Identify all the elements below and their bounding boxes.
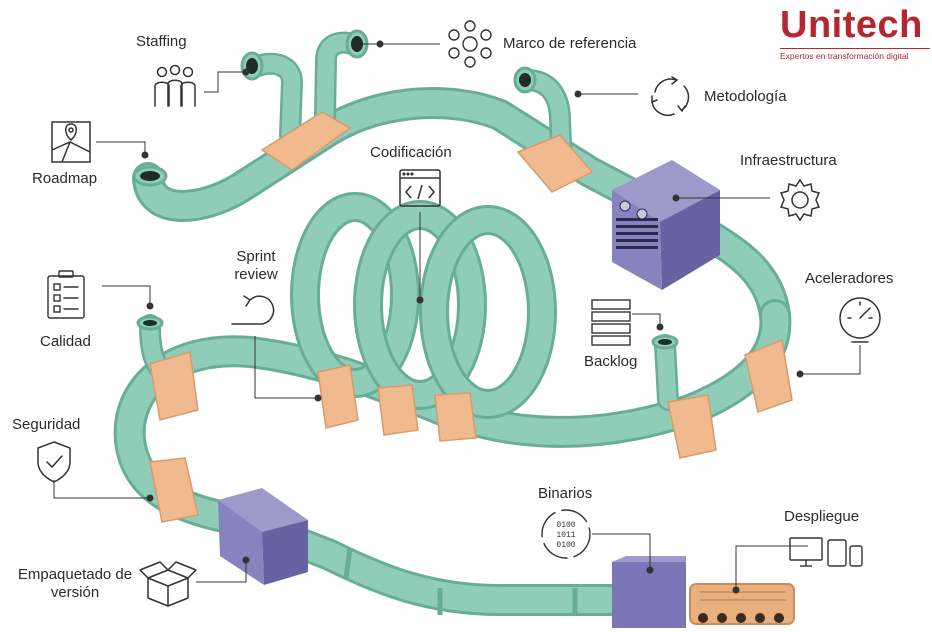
brand-tagline: Expertos en transformación digital [780, 51, 909, 61]
connector-lines [53, 40, 861, 594]
gear-icon [779, 178, 821, 222]
binary-cycle-icon: 0100 1011 0100 [541, 509, 591, 559]
label-sprint-review-line-1: Sprint [236, 248, 276, 265]
open-box-icon [139, 561, 197, 607]
binary-line-1: 0100 [556, 521, 575, 530]
code-window-icon [399, 169, 441, 207]
binary-box [612, 556, 686, 628]
backlog-stack-icon [591, 299, 631, 346]
label-binarios: Binarios [538, 485, 593, 502]
pipe-openings [132, 29, 679, 350]
loop-arrow-icon [231, 295, 275, 325]
infra-box [612, 160, 720, 290]
label-aceleradores: Aceleradores [805, 270, 894, 287]
cycle-icon [651, 76, 690, 117]
brand-name: Unitech [780, 4, 923, 46]
label-backlog: Backlog [584, 353, 638, 370]
label-metodologia: Metodología [704, 88, 787, 105]
label-marco-referencia: Marco de referencia [503, 35, 637, 52]
checklist-icon [47, 270, 85, 319]
backlog-riser-fill [656, 336, 677, 409]
label-calidad: Calidad [40, 333, 91, 350]
conveyor [689, 583, 795, 625]
devices-icon [789, 537, 863, 567]
label-staffing: Staffing [136, 33, 187, 50]
map-icon [51, 121, 91, 163]
binary-line-3: 0100 [556, 541, 575, 550]
couplings [149, 111, 793, 523]
label-sprint-review-line-2: review [234, 266, 278, 283]
people-icon [154, 64, 196, 107]
shield-check-icon [37, 441, 71, 483]
binary-line-2: 1011 [556, 531, 575, 540]
label-codificacion: Codificación [370, 144, 452, 161]
label-sprint-review: Sprint review [226, 248, 286, 284]
label-seguridad: Seguridad [12, 416, 81, 433]
package-box [218, 488, 308, 585]
label-empaquetado-line-1: Empaquetado de [17, 566, 133, 583]
label-empaquetado: Empaquetado de versión [14, 566, 136, 602]
network-icon [448, 20, 492, 68]
top-pipe [135, 90, 788, 328]
label-empaquetado-line-2: versión [50, 584, 100, 601]
brand-logo: Unitech Expertos en transformación digit… [780, 4, 930, 62]
label-roadmap: Roadmap [32, 170, 98, 187]
pipe-rings [343, 547, 578, 615]
label-infraestructura: Infraestructura [740, 152, 837, 169]
gauge-icon [839, 297, 881, 343]
brand-rule [780, 48, 930, 49]
label-despliegue: Despliegue [784, 508, 860, 525]
